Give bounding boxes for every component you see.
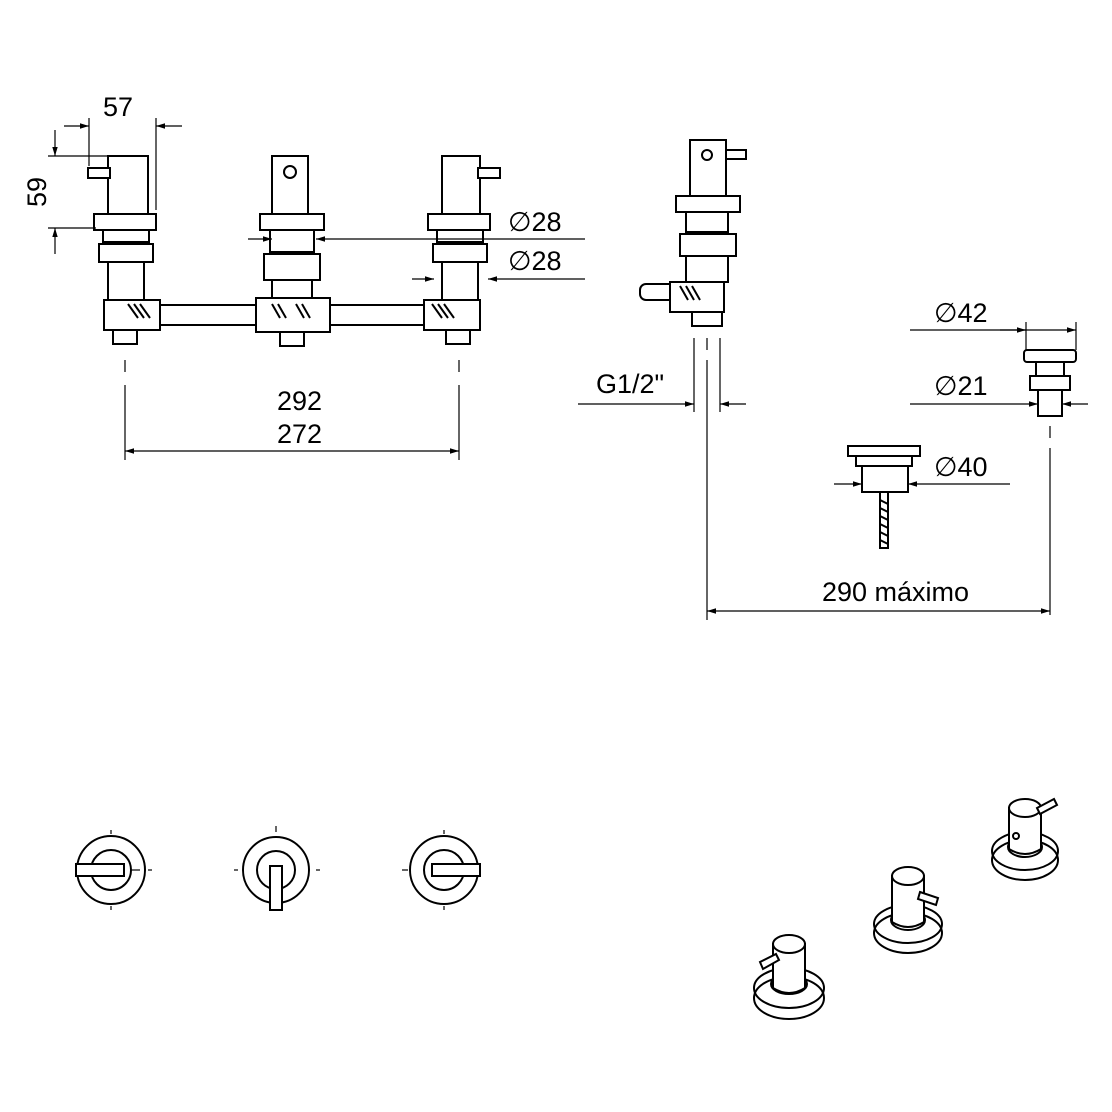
- label-g12: G1/2": [596, 369, 664, 399]
- dimension-spread: 292 272: [125, 386, 459, 454]
- dimension-spout-drain: 290 máximo: [707, 577, 1050, 614]
- valve-set-front-view: [87, 155, 501, 460]
- center-lines: [124, 360, 460, 460]
- dimension-escutcheon: ∅28: [248, 207, 585, 242]
- label-290-maximo: 290 máximo: [822, 577, 969, 607]
- label-diam21: ∅21: [934, 371, 988, 401]
- label-272: 272: [277, 419, 322, 449]
- label-59: 59: [22, 177, 52, 207]
- label-diam42: ∅42: [934, 298, 988, 328]
- drain-fitting: [1023, 349, 1077, 615]
- label-diam28-upper: ∅28: [508, 207, 562, 237]
- center-valve: [255, 155, 331, 347]
- dimension-thread: G1/2": [578, 369, 746, 407]
- dimension-drain-thread: ∅21: [910, 371, 1088, 407]
- top-view-center-handle: [234, 826, 320, 911]
- label-292: 292: [277, 386, 322, 416]
- iso-valve-middle: [873, 866, 943, 954]
- connecting-pipe: [160, 304, 428, 326]
- label-diam40: ∅40: [934, 452, 988, 482]
- top-view-left-handle: [75, 830, 152, 910]
- dimension-handle-height: 59: [22, 130, 108, 254]
- dimension-body: ∅28: [412, 246, 585, 282]
- right-valve: [423, 155, 501, 345]
- popup-rod: [847, 445, 921, 549]
- left-valve: [87, 155, 161, 345]
- iso-valve-back: [991, 797, 1059, 881]
- side-valve-view: [639, 139, 747, 620]
- label-diam28-lower: ∅28: [508, 246, 562, 276]
- top-view-right-handle: [402, 830, 481, 910]
- dimension-popup: ∅40: [834, 452, 1010, 487]
- dimension-handle-width: 57: [64, 92, 182, 210]
- label-57: 57: [103, 92, 133, 122]
- iso-valve-front: [753, 934, 825, 1020]
- dimension-drain-top: ∅42: [910, 298, 1077, 350]
